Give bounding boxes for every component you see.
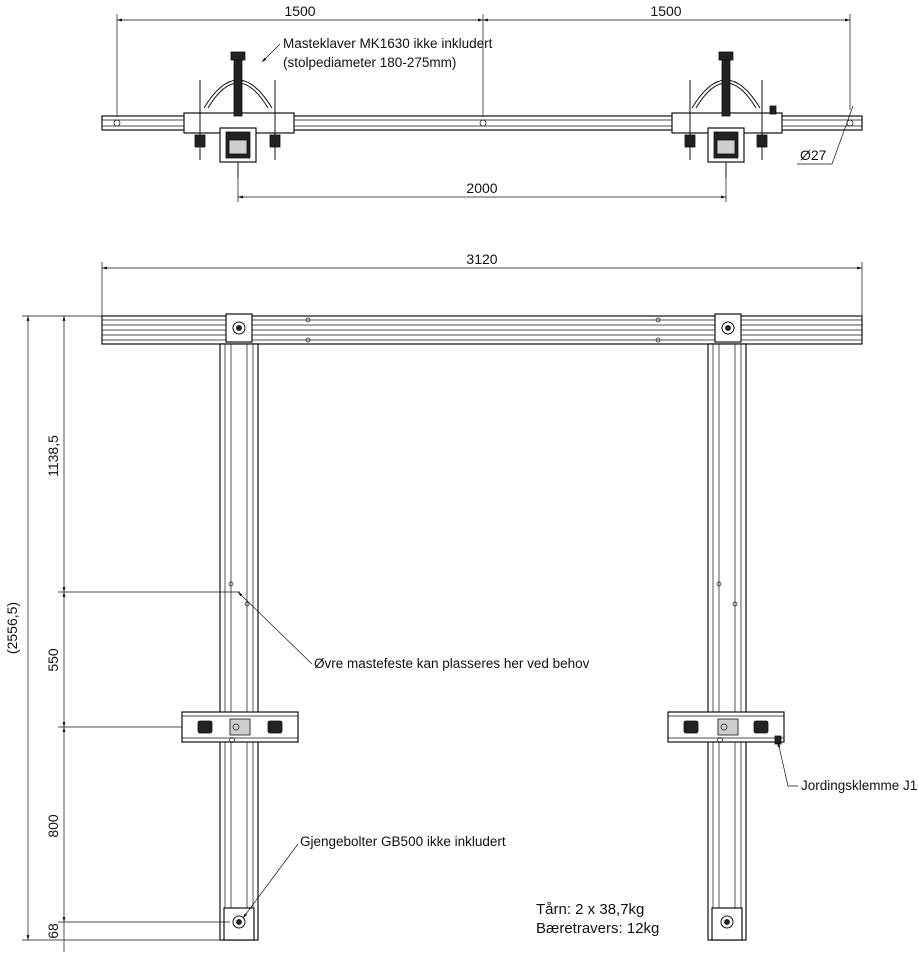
dimension-heights: (2556,5) 1138,5 550 800 68 [4, 315, 240, 952]
dim-clamp-spacing: 2000 [466, 180, 497, 196]
weight-crossbar: Bæretravers: 12kg [536, 920, 659, 937]
dim-right-span: 1500 [650, 3, 681, 19]
dim-left-span: 1500 [284, 3, 315, 19]
note-mast-clamp-line1: Masteklaver MK1630 ikke inkludert [283, 36, 493, 51]
dim-lower: 800 [45, 814, 61, 838]
dim-bottom: 68 [45, 923, 61, 939]
tower-left [181, 343, 299, 941]
note-grounding: Jordingsklemme J10 [777, 741, 918, 793]
note-threaded-bolts: Gjengebolter GB500 ikke inkludert [242, 834, 506, 919]
note-mast-clamp: Masteklaver MK1630 ikke inkludert (stolp… [261, 36, 493, 70]
top-view: 1500 1500 [101, 3, 863, 202]
dim-total-width: 3120 [466, 251, 497, 267]
dim-total-height: (2556,5) [4, 602, 20, 654]
note-upper-mount-text: Øvre mastefeste kan plasseres her ved be… [314, 656, 590, 671]
mast-clamp-right [671, 51, 783, 178]
weight-towers: Tårn: 2 x 38,7kg [536, 901, 644, 918]
front-view: 3120 [4, 251, 918, 952]
tower-right [667, 343, 785, 941]
weights: Tårn: 2 x 38,7kg Bæretravers: 12kg [536, 901, 659, 937]
note-threaded-bolts-text: Gjengebolter GB500 ikke inkludert [300, 834, 506, 849]
mast-clamp-left [183, 51, 295, 178]
dimension-total-width: 3120 [101, 251, 863, 316]
note-upper-mount: Øvre mastefeste kan plasseres her ved be… [237, 591, 590, 671]
note-grounding-text: Jordingsklemme J10 [801, 778, 918, 793]
dimension-top-spans: 1500 1500 [116, 3, 851, 120]
dim-upper: 1138,5 [45, 435, 61, 477]
dimension-clamp-spacing: 2000 [237, 172, 727, 202]
dimension-hole-diameter: Ø27 [797, 105, 854, 165]
dim-middle: 550 [45, 648, 61, 672]
crossbar-front [101, 313, 863, 345]
note-mast-clamp-line2: (stolpediameter 180-275mm) [283, 55, 456, 70]
dim-hole-diameter: Ø27 [800, 147, 827, 163]
